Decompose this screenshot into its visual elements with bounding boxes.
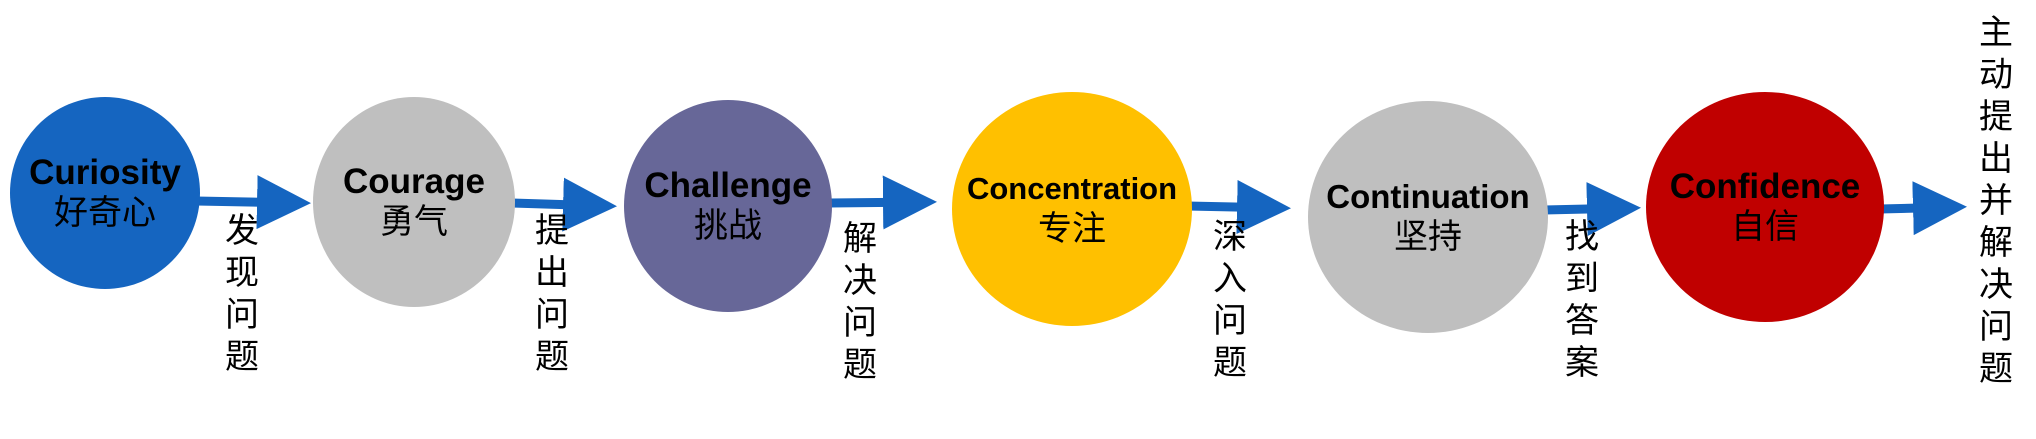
stage-en-label: Courage <box>343 162 485 201</box>
transition-label-2: 提出问题 <box>535 211 569 377</box>
stage-en-label: Curiosity <box>29 153 181 192</box>
arrow-1 <box>195 175 311 230</box>
arrow-5 <box>1543 182 1641 237</box>
stage-zh-label: 坚持 <box>1394 217 1462 257</box>
arrow-2 <box>511 177 617 232</box>
stage-zh-label: 专注 <box>1038 209 1106 249</box>
arrow-3 <box>829 175 937 230</box>
arrow-4 <box>1186 180 1291 235</box>
transition-label-1: 发现问题 <box>225 211 259 377</box>
transition-label-4: 深入问题 <box>1213 217 1247 383</box>
stage-zh-label: 好奇心 <box>54 193 156 233</box>
stage-en-label: Confidence <box>1669 167 1861 206</box>
stage-zh-label: 挑战 <box>694 206 762 246</box>
arrow-6 <box>1879 181 1967 236</box>
stage-concentration: Concentration 专注 <box>952 92 1192 326</box>
stage-challenge: Challenge 挑战 <box>624 100 832 312</box>
stage-continuation: Continuation 坚持 <box>1308 101 1548 333</box>
transition-label-5: 找到答案 <box>1565 217 1599 383</box>
transition-label-6: 主动提出并解决问题 <box>1979 13 2013 389</box>
stage-courage: Courage 勇气 <box>313 97 515 307</box>
transition-label-3: 解决问题 <box>843 219 877 385</box>
stage-zh-label: 勇气 <box>380 202 448 242</box>
stage-curiosity: Curiosity 好奇心 <box>10 97 200 289</box>
stage-en-label: Continuation <box>1326 178 1530 215</box>
stage-en-label: Concentration <box>966 171 1178 206</box>
stage-confidence: Confidence 自信 <box>1646 92 1884 322</box>
stage-zh-label: 自信 <box>1731 207 1799 247</box>
stage-en-label: Challenge <box>644 166 812 205</box>
